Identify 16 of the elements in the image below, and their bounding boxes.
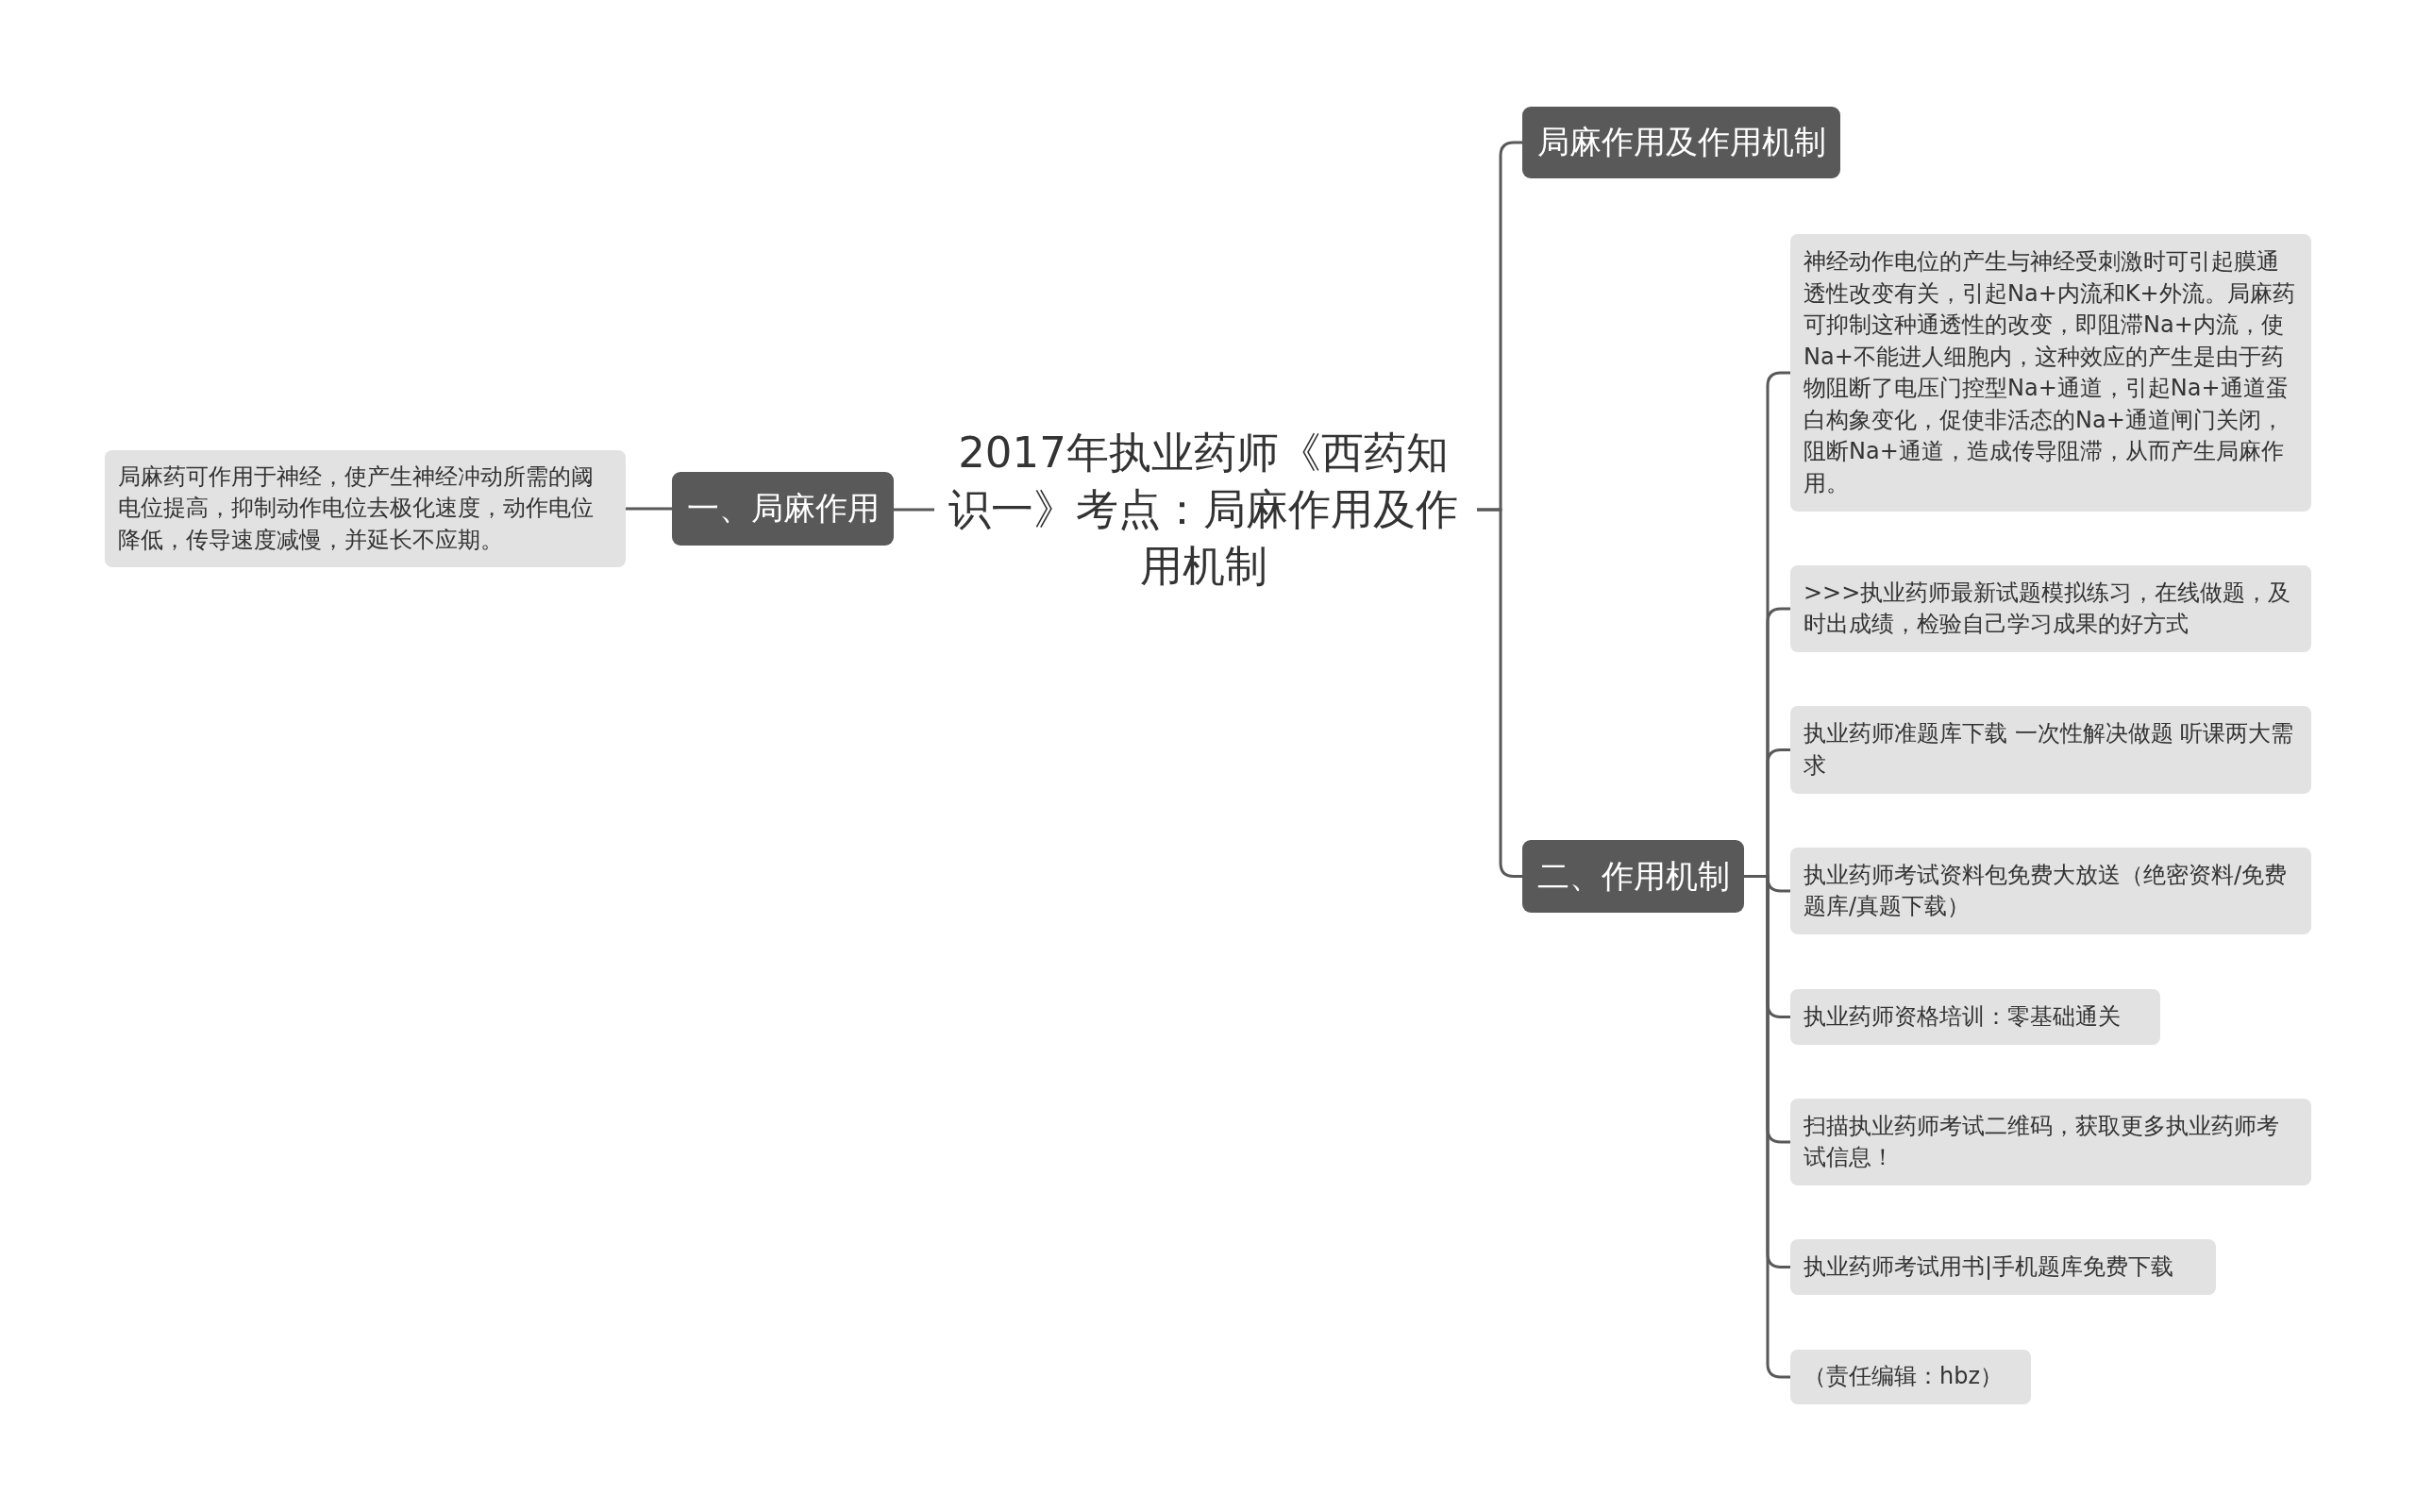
topic-box: 二、作用机制: [1522, 840, 1744, 913]
note-box: 执业药师考试资料包免费大放送（绝密资料/免费题库/真题下载）: [1790, 848, 2311, 934]
note-box: 局麻药可作用于神经，使产生神经冲动所需的阈电位提高，抑制动作电位去极化速度，动作电位降低，传导速度减慢，并延长不应期。: [105, 450, 626, 567]
note-box: 执业药师资格培训：零基础通关: [1790, 989, 2160, 1045]
connector-line: [626, 507, 672, 511]
note-box: 执业药师准题库下载 一次性解决做题 听课两大需求: [1790, 706, 2311, 794]
note-box: （责任编辑：hbz）: [1790, 1350, 2031, 1404]
note-box: 扫描执业药师考试二维码，获取更多执业药师考试信息！: [1790, 1099, 2311, 1185]
root-topic: 2017年执业药师《西药知识一》考点：局麻作用及作用机制: [948, 406, 1458, 613]
note-box: 神经动作电位的产生与神经受刺激时可引起膜通透性改变有关，引起Na+内流和K+外流。局麻药可抑制这种通透性的改变，即阻滞Na+内流，使Na+不能进人细胞内，这种效应的产生是由于药物阻断了电压门控型Na+通道，引起Na+通道蛋白构象变化，促使非活态的Na+通道闸门关闭，阻断Na+通道，造成传导阻滞，从而产生局麻作用。: [1790, 234, 2311, 512]
connector-line: [894, 508, 934, 512]
connector-line: [1477, 508, 1522, 878]
note-box: 执业药师考试用书|手机题库免费下载: [1790, 1239, 2216, 1295]
note-box: >>>执业药师最新试题模拟练习，在线做题，及时出成绩，检验自己学习成果的好方式: [1790, 565, 2311, 652]
topic-box: 局麻作用及作用机制: [1522, 107, 1840, 178]
topic-box: 一、局麻作用: [672, 472, 894, 546]
